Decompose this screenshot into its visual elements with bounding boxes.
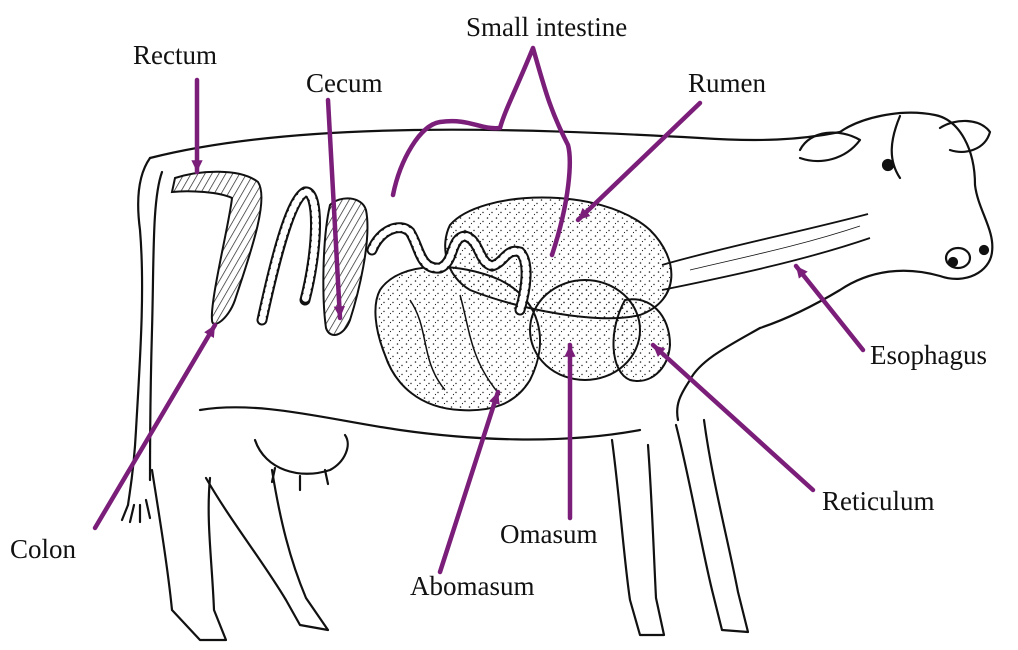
esophagus-shape xyxy=(662,214,870,290)
rumen-arrow xyxy=(578,103,700,220)
abomasum-shape xyxy=(375,267,540,410)
cecum-shape xyxy=(323,198,367,335)
label-reticulum: Reticulum xyxy=(822,488,934,515)
label-abomasum: Abomasum xyxy=(410,573,535,600)
label-esophagus: Esophagus xyxy=(870,342,987,369)
colon-shape xyxy=(172,172,261,324)
label-rectum: Rectum xyxy=(133,42,217,69)
label-cecum: Cecum xyxy=(306,70,382,97)
label-colon: Colon xyxy=(10,536,76,563)
colon-arrow xyxy=(95,325,215,528)
label-small-intestine: Small intestine xyxy=(466,14,627,41)
arrowhead xyxy=(191,160,202,172)
abomasum-arrow xyxy=(440,392,498,572)
label-rumen: Rumen xyxy=(688,70,766,97)
reticulum-shape xyxy=(614,299,670,381)
label-omasum: Omasum xyxy=(500,521,598,548)
